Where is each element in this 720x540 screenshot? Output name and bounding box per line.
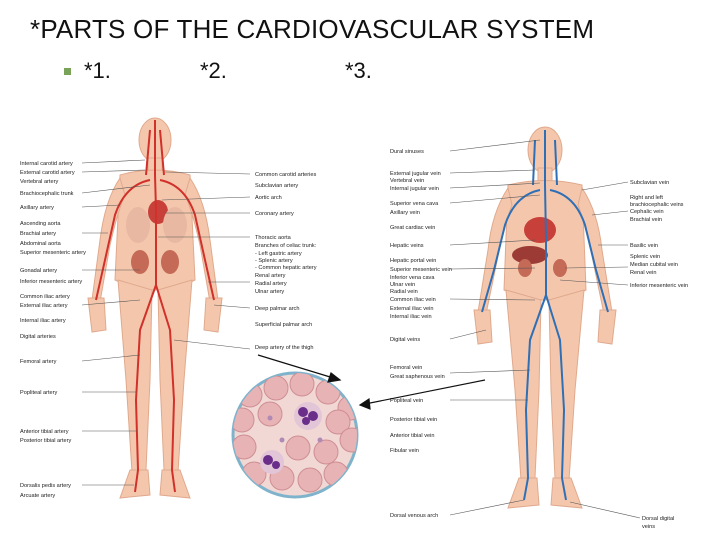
label-arcuate-artery: Arcuate artery (20, 493, 55, 499)
label-digital-arteries: Digital arteries (20, 334, 56, 340)
label-left-gastric-artery: - Left gastric artery (255, 251, 302, 257)
label-thoracic-aorta: Thoracic aorta (255, 235, 292, 241)
bullet-1: *1. (84, 58, 111, 83)
label-inferior-mesenteric-vein: Inferior mesenteric vein (630, 283, 688, 289)
label-basilic-vein: Basilic vein (630, 243, 658, 249)
pointer-arrows (257, 354, 486, 410)
label-ascending-aorta: Ascending aorta (20, 221, 61, 227)
label-ulnar-vein: Ulnar vein (390, 282, 415, 288)
label-abdominal-aorta: Abdominal aorta (20, 241, 62, 247)
arterial-right-labels: Common carotid arteries Subclavian arter… (255, 172, 317, 351)
label-deep-palmar-arch: Deep palmar arch (255, 306, 299, 312)
label-femoral-artery: Femoral artery (20, 359, 57, 365)
label-celiac-trunk-branches: Branches of celiac trunk: (255, 243, 317, 249)
bullet-2: *2. (200, 58, 227, 83)
label-coronary-artery: Coronary artery (255, 211, 294, 217)
label-inferior-mesenteric-artery: Inferior mesenteric artery (20, 279, 82, 285)
venous-vessels (481, 130, 609, 501)
label-superior-mesenteric-artery: Superior mesenteric artery (20, 250, 86, 256)
label-external-iliac-vein: External iliac vein (390, 306, 434, 312)
label-great-saphenous-vein: Great saphenous vein (390, 374, 445, 380)
arterial-left-labels: Internal carotid artery External carotid… (20, 161, 86, 499)
label-great-cardiac-vein: Great cardiac vein (390, 225, 435, 231)
label-superficial-palmar-arch: Superficial palmar arch (255, 322, 312, 328)
label-dorsal-digital: Dorsal digital (642, 516, 674, 522)
label-internal-iliac-artery: Internal iliac artery (20, 318, 66, 324)
label-radial-artery: Radial artery (255, 281, 287, 287)
label-brachial-vein: Brachial vein (630, 217, 662, 223)
label-brachiocephalic-trunk: Brachiocephalic trunk (20, 191, 74, 197)
arterial-leader-lines (81, 159, 251, 486)
label-hepatic-veins: Hepatic veins (390, 243, 424, 249)
label-brachial-artery: Brachial artery (20, 231, 56, 237)
blood-smear-micrograph (231, 371, 359, 499)
label-vertebral-vein: Vertebral vein (390, 178, 424, 184)
arrowhead-artery-icon (327, 372, 342, 383)
arrow-vein-to-smear (359, 379, 486, 406)
slide-title: *PARTS OF THE CARDIOVASCULAR SYSTEM (30, 14, 595, 44)
label-subclavian-vein: Subclavian vein (630, 180, 669, 186)
label-right-and-left: Right and left (630, 195, 663, 201)
label-veins: veins (642, 524, 655, 530)
bullet-3: *3. (345, 58, 372, 83)
white-blood-cells (260, 402, 323, 474)
label-hepatic-portal-vein: Hepatic portal vein (390, 258, 436, 264)
label-superior-mesenteric-vein: Superior mesenteric vein (390, 267, 452, 273)
venous-organs (512, 217, 567, 277)
label-common-iliac-vein: Common iliac vein (390, 297, 436, 303)
arrowhead-vein-icon (358, 397, 371, 410)
arterial-system-figure (87, 117, 223, 499)
label-internal-carotid-artery: Internal carotid artery (20, 161, 73, 167)
label-inferior-vena-cava: Inferior vena cava (390, 275, 435, 281)
label-external-jugular-vein: External jugular vein (390, 171, 441, 177)
label-splenic-vein: Splenic vein (630, 254, 660, 260)
label-renal-artery: Renal artery (255, 273, 286, 279)
label-femoral-vein: Femoral vein (390, 365, 422, 371)
venous-leader-lines (449, 139, 641, 519)
label-internal-jugular-vein: Internal jugular vein (390, 186, 439, 192)
label-anterior-tibial-vein: Anterior tibial vein (390, 433, 434, 439)
label-subclavian-artery: Subclavian artery (255, 183, 298, 189)
bullet-square-icon (64, 68, 71, 75)
label-radial-vein: Radial vein (390, 289, 418, 295)
label-renal-vein: Renal vein (630, 270, 656, 276)
label-brachiocephalic-veins: brachiocephalic veins (630, 202, 684, 208)
label-superior-vena-cava: Superior vena cava (390, 201, 439, 207)
label-popliteal-artery: Popliteal artery (20, 390, 58, 396)
venous-left-labels: Dural sinuses External jugular vein Vert… (390, 149, 452, 519)
arrow-artery-to-smear (257, 354, 341, 381)
label-axillary-vein: Axillary vein (390, 210, 420, 216)
label-median-cubital-vein: Median cubital vein (630, 262, 678, 268)
arterial-organs (126, 200, 187, 274)
label-dorsal-venous-arch: Dorsal venous arch (390, 513, 438, 519)
label-common-iliac-artery: Common iliac artery (20, 294, 70, 300)
venous-system-figure (473, 126, 617, 509)
label-external-carotid-artery: External carotid artery (20, 170, 75, 176)
label-ulnar-artery: Ulnar artery (255, 289, 284, 295)
label-popliteal-vein: Popliteal vein (390, 398, 423, 404)
label-posterior-tibial-artery: Posterior tibial artery (20, 438, 71, 444)
label-posterior-tibial-vein: Posterior tibial vein (390, 417, 437, 423)
venous-right-labels: Subclavian vein Right and left brachioce… (630, 180, 688, 530)
label-splenic-artery: - Splenic artery (255, 258, 293, 264)
label-aortic-arch: Aortic arch (255, 195, 282, 201)
label-internal-iliac-vein: Internal iliac vein (390, 314, 432, 320)
label-digital-veins: Digital veins (390, 337, 420, 343)
label-anterior-tibial-artery: Anterior tibial artery (20, 429, 69, 435)
arterial-vessels (95, 120, 215, 493)
label-fibular-vein: Fibular vein (390, 448, 419, 454)
label-deep-artery-of-thigh: Deep artery of the thigh (255, 345, 313, 351)
label-external-iliac-artery: External iliac artery (20, 303, 68, 309)
label-gonadal-artery: Gonadal artery (20, 268, 57, 274)
label-common-carotid-arteries: Common carotid arteries (255, 172, 316, 178)
label-vertebral-artery: Vertebral artery (20, 179, 58, 185)
label-axillary-artery: Axillary artery (20, 205, 54, 211)
label-common-hepatic-artery: - Common hepatic artery (255, 265, 317, 271)
label-dorsalis-pedis-artery: Dorsalis pedis artery (20, 483, 71, 489)
label-cephalic-vein: Cephalic vein (630, 209, 664, 215)
label-dural-sinuses: Dural sinuses (390, 149, 424, 155)
